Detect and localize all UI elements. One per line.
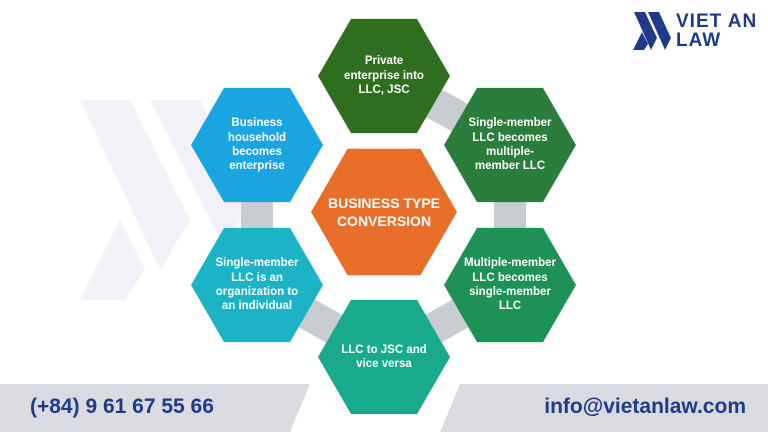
footer-band [0, 384, 768, 432]
hexagon-label-bottom: LLC to JSC and vice versa [341, 343, 427, 370]
logo-line2: LAW [676, 30, 722, 51]
hexagon-label-top: Private enterprise into LLC, JSC [344, 55, 424, 97]
vietan-logo-icon [633, 12, 671, 50]
hexagon-label-left-top: Business household becomes enterprise [227, 117, 287, 173]
logo-text: VIET AN LAW [676, 12, 757, 50]
connector-right-top-right-bottom [494, 193, 526, 237]
logo-line1: VIET AN [676, 11, 758, 32]
hexagon-label-right-bottom: Multiple-member LLC becomes single-membe… [464, 257, 557, 313]
hexagon-left-top [191, 87, 323, 203]
hexagon-right-top [444, 87, 576, 203]
hexagon-label-center: BUSINESS TYPE CONVERSION [327, 194, 441, 229]
connector-left-bottom-left-top [241, 193, 273, 237]
hexagon-right-bottom [444, 227, 576, 343]
phone-number[interactable]: (+84) 9 61 67 55 66 [30, 395, 214, 418]
watermark-logo [80, 100, 250, 300]
hexagon-left-bottom [191, 227, 323, 343]
email-address[interactable]: info@vietanlaw.com [544, 395, 746, 418]
hexagon-top [318, 18, 450, 134]
hexagon-center [311, 148, 457, 276]
hexagon-bottom [318, 299, 450, 415]
hexagon-label-left-bottom: Single-member LLC is an organization to … [215, 257, 299, 313]
hexagon-label-right-top: Single-member LLC becomes multiple-membe… [468, 117, 552, 173]
